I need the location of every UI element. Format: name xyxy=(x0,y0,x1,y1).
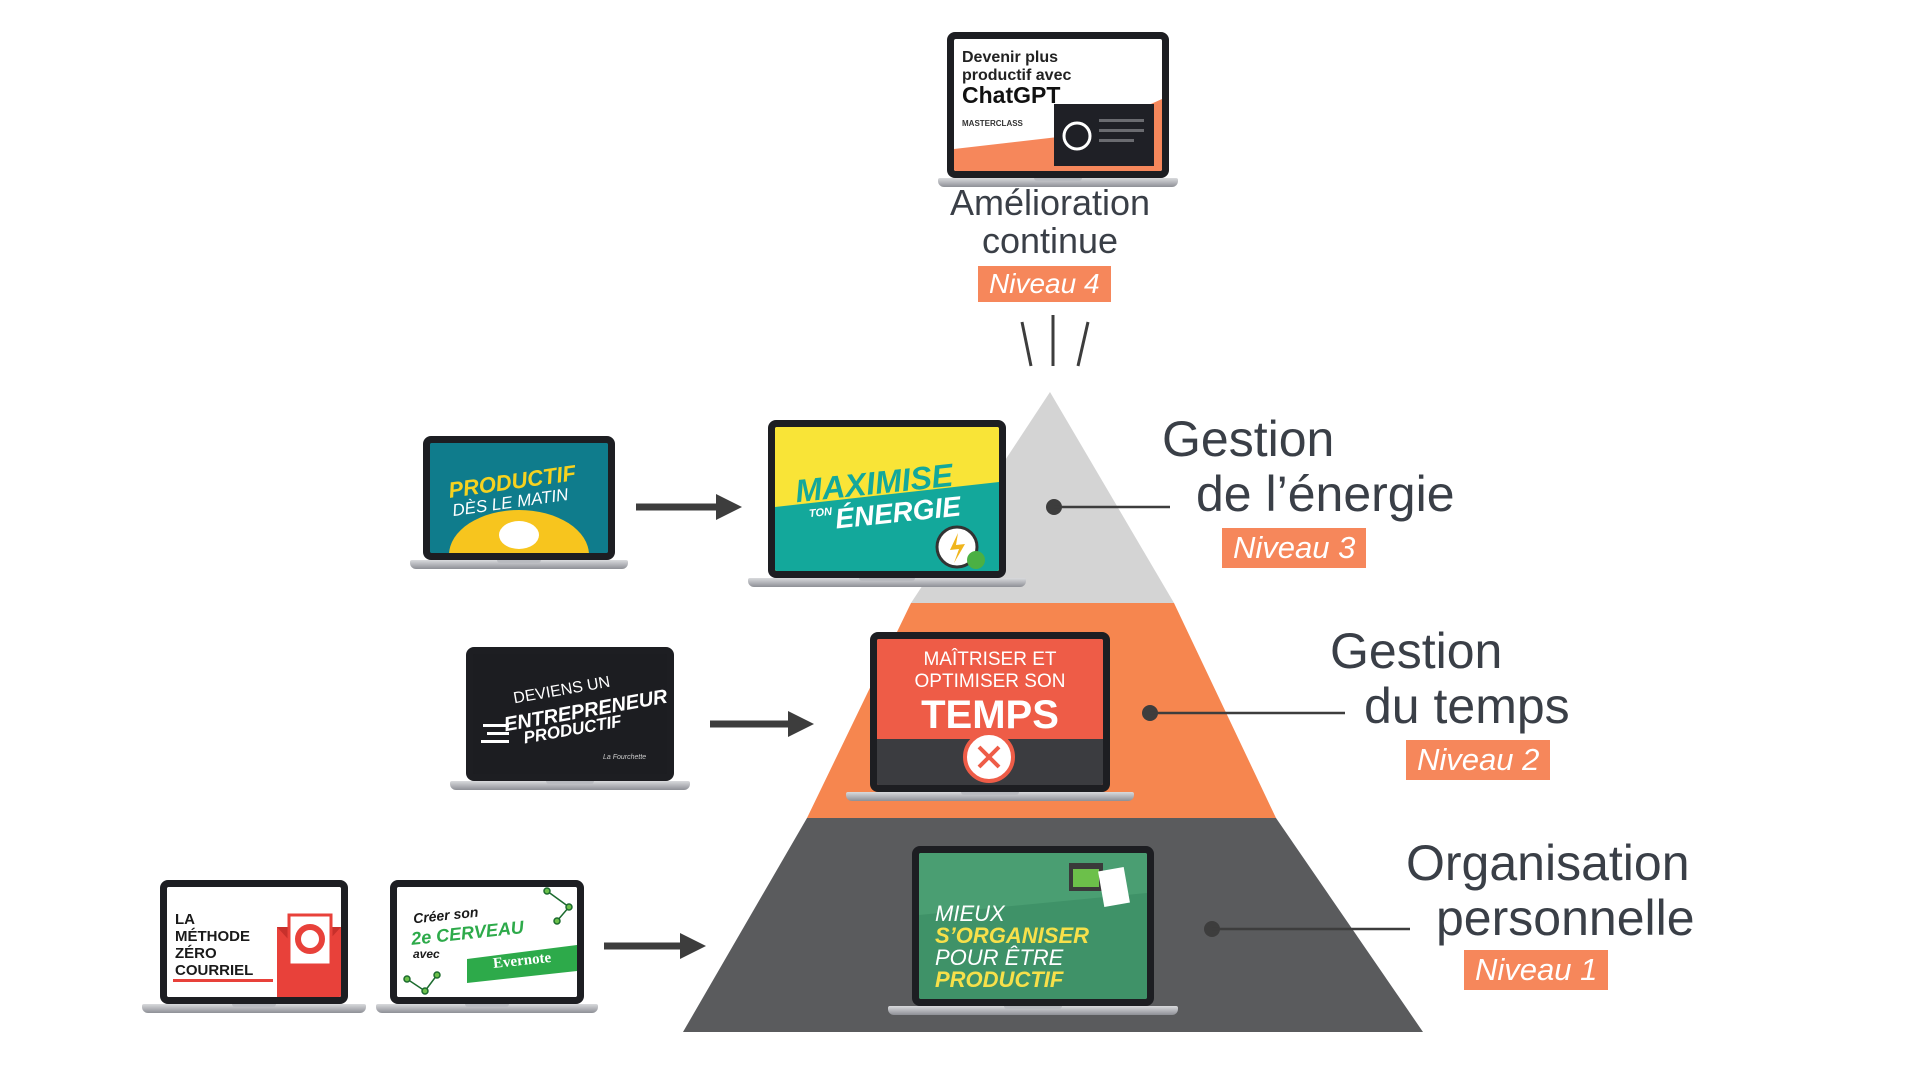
laptop-deviens-un-entrepreneur-productif: DEVIENS UN ENTREPRENEUR PRODUCTIF La Fou… xyxy=(450,647,690,790)
organiser-cover-line4: PRODUCTIF xyxy=(935,967,1064,992)
level-4-badge: Niveau 4 xyxy=(978,266,1111,302)
level-1-title-line2: personnelle xyxy=(1436,890,1695,946)
arrow-level-2 xyxy=(710,711,814,737)
ray-right xyxy=(1076,321,1090,367)
organiser-cover-line3: POUR ÊTRE xyxy=(935,945,1064,970)
temps-cover-line3: TEMPS xyxy=(921,693,1059,737)
zero-courriel-line2: MÉTHODE xyxy=(175,928,250,945)
level-3-title-line2: de l’énergie xyxy=(1196,466,1455,522)
organiser-cover-line1: MIEUX xyxy=(935,901,1005,926)
temps-cover-line1: MAÎTRISER ET xyxy=(923,649,1057,670)
arrow-level-1 xyxy=(604,933,706,959)
energie-cover-line2: TON xyxy=(808,505,833,521)
chatgpt-cover-tag: MASTERCLASS xyxy=(962,119,1023,128)
level-1-badge: Niveau 1 xyxy=(1464,950,1609,990)
ray-left xyxy=(1020,321,1033,367)
level-2-title-line2: du temps xyxy=(1364,678,1570,734)
laptop-maitriser-son-temps: MAÎTRISER ET OPTIMISER SON TEMPS xyxy=(846,632,1134,802)
level-2-badge: Niveau 2 xyxy=(1406,740,1551,780)
chatgpt-cover-line3: ChatGPT xyxy=(962,82,1061,108)
cerveau-cover-line3: avec xyxy=(413,947,440,961)
level-4-title-line1: Amélioration xyxy=(949,182,1151,223)
laptop-methode-zero-courriel: LA MÉTHODE ZÉRO COURRIEL xyxy=(142,880,366,1013)
laptop-chatgpt-masterclass: Devenir plus productif avec ChatGPT MAST… xyxy=(938,32,1178,187)
laptop-deuxieme-cerveau-evernote: Créer son 2e CERVEAU avec Evernote xyxy=(376,880,598,1013)
zero-courriel-line3: ZÉRO xyxy=(175,945,217,962)
level-2-title-line1: Gestion xyxy=(1330,623,1503,679)
entrepreneur-cover-signature: La Fourchette xyxy=(603,754,647,761)
organiser-cover-line2: S’ORGANISER xyxy=(935,923,1090,948)
level-3-title-line1: Gestion xyxy=(1162,411,1335,467)
laptop-maximise-ton-energie: MAXIMISE TON ÉNERGIE xyxy=(748,420,1026,588)
zero-courriel-line1: LA xyxy=(175,911,195,928)
chatgpt-cover-line2: productif avec xyxy=(962,67,1072,84)
arrow-level-3 xyxy=(636,494,742,520)
zero-courriel-line4: COURRIEL xyxy=(175,962,254,979)
level-1-title-line1: Organisation xyxy=(1406,835,1690,891)
chatgpt-cover-line1: Devenir plus xyxy=(962,49,1059,66)
temps-cover-line2: OPTIMISER SON xyxy=(914,671,1066,692)
level-3-badge: Niveau 3 xyxy=(1222,528,1367,568)
laptop-productif-des-le-matin: PRODUCTIF DÈS LE MATIN xyxy=(410,436,628,569)
laptop-mieux-s-organiser: MIEUX S’ORGANISER POUR ÊTRE PRODUCTIF xyxy=(888,846,1178,1016)
level-4-title-line2: continue xyxy=(981,220,1119,261)
